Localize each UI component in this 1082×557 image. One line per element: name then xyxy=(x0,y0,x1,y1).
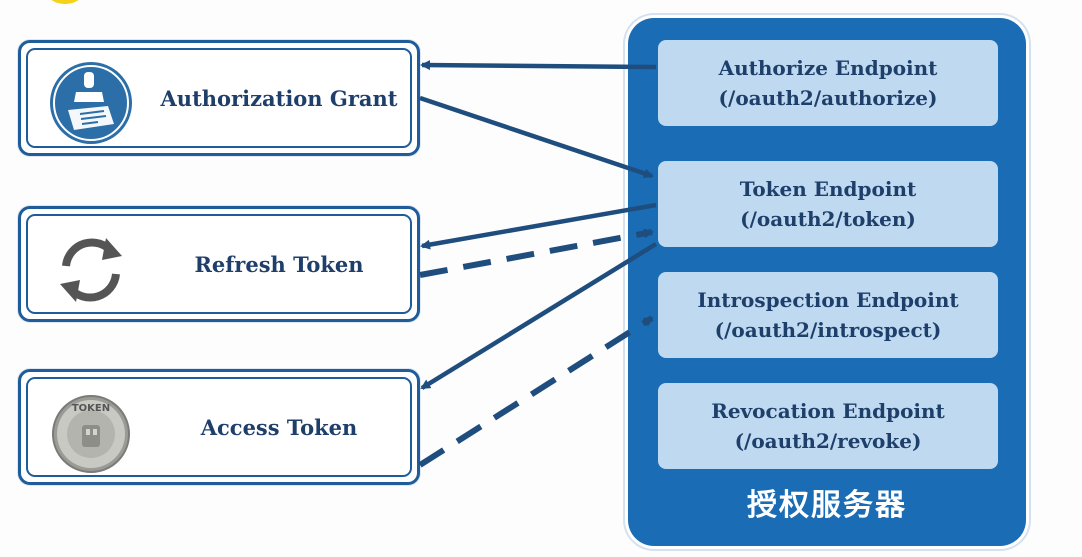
decorative-yellow-shape xyxy=(40,0,90,4)
arrow-authorize-to-grant xyxy=(420,60,657,71)
access-token-inner: TOKEN Access Token xyxy=(26,377,412,477)
arrow-token-to-access xyxy=(420,242,658,390)
authorize-endpoint-path: (/oauth2/authorize) xyxy=(718,86,938,110)
refresh-token-box: Refresh Token xyxy=(18,206,420,322)
arrow-grant-to-token xyxy=(419,95,654,179)
authorization-grant-inner: Authorization Grant xyxy=(26,48,412,148)
authorization-grant-label: Authorization Grant xyxy=(160,85,398,111)
arrow-refresh-to-token-dashed xyxy=(419,228,654,278)
introspection-endpoint-name: Introspection Endpoint xyxy=(697,288,959,312)
coin-text: TOKEN xyxy=(72,403,110,414)
token-endpoint-path: (/oauth2/token) xyxy=(740,207,916,231)
refresh-icon xyxy=(60,238,122,302)
authorization-grant-box: Authorization Grant xyxy=(18,40,420,156)
introspection-endpoint-path: (/oauth2/introspect) xyxy=(714,318,942,342)
token-endpoint-name: Token Endpoint xyxy=(739,177,917,201)
refresh-token-inner: Refresh Token xyxy=(26,214,412,314)
access-token-label: Access Token xyxy=(200,414,358,440)
token-coin-icon: TOKEN xyxy=(52,395,130,473)
revocation-endpoint-name: Revocation Endpoint xyxy=(711,399,945,423)
refresh-token-label: Refresh Token xyxy=(194,251,364,277)
revocation-endpoint: Revocation Endpoint (/oauth2/revoke) xyxy=(658,383,998,469)
introspection-endpoint: Introspection Endpoint (/oauth2/introspe… xyxy=(658,272,998,358)
access-token-box: TOKEN Access Token xyxy=(18,369,420,485)
stamp-icon xyxy=(50,62,132,144)
authorize-endpoint: Authorize Endpoint (/oauth2/authorize) xyxy=(658,40,998,126)
authorization-server-panel: Authorize Endpoint (/oauth2/authorize) T… xyxy=(628,18,1026,546)
arrow-token-to-refresh xyxy=(420,202,657,250)
authorize-endpoint-name: Authorize Endpoint xyxy=(718,56,938,80)
revocation-endpoint-path: (/oauth2/revoke) xyxy=(734,429,922,453)
authorization-server-title: 授权服务器 xyxy=(747,488,907,523)
arrow-access-to-introspect-dashed xyxy=(418,315,654,468)
token-endpoint: Token Endpoint (/oauth2/token) xyxy=(658,161,998,247)
